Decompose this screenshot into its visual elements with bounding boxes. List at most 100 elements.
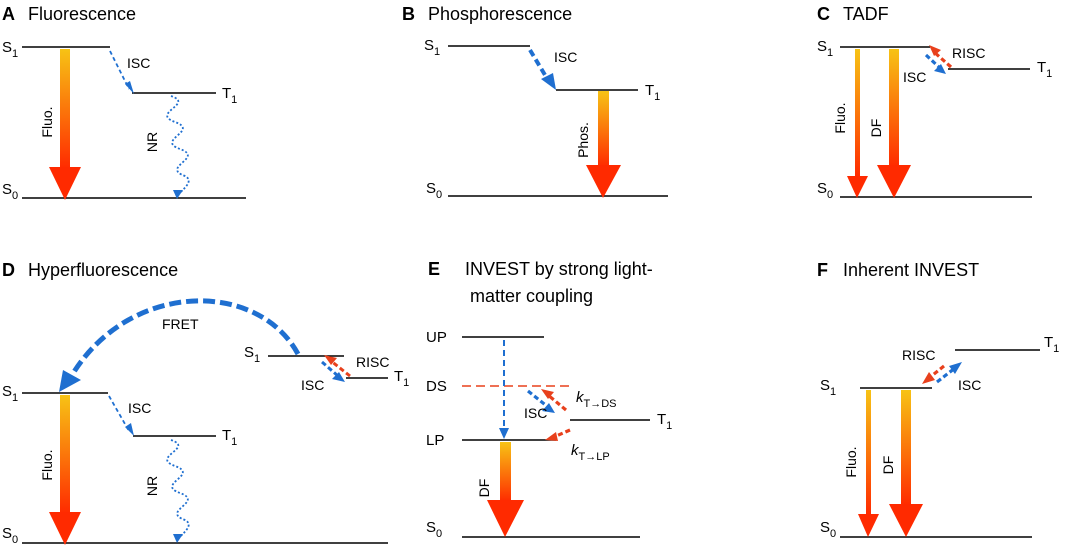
nr-arrow-head <box>173 534 183 543</box>
risc-arrow <box>932 50 953 69</box>
fluo-arrow-head <box>847 176 868 198</box>
panel-d-title: Hyperfluorescence <box>28 260 178 280</box>
panel-f-letter: F <box>817 260 828 280</box>
df-arrow-head <box>487 500 524 537</box>
t1-label: T1 <box>222 85 237 106</box>
panel-b-letter: B <box>402 4 415 24</box>
panel-a: A Fluorescence S1 T1 S0 Fluo. ISC NR <box>2 4 246 202</box>
isc-label: ISC <box>524 405 547 421</box>
panel-f-title: Inherent INVEST <box>843 260 979 280</box>
df-label: DF <box>880 456 896 475</box>
isc-arrow-emitter-head <box>332 372 345 382</box>
fluo-label: Fluo. <box>39 106 55 137</box>
panel-f: F Inherent INVEST S1 T1 S0 Fluo. DF RISC… <box>817 260 1059 540</box>
s0-label: S0 <box>2 525 18 545</box>
s0-label: S0 <box>817 180 833 201</box>
s0-label: S0 <box>426 180 442 201</box>
fluo-arrow-shaft <box>866 390 871 515</box>
up-label: UP <box>426 329 447 346</box>
isc-arrow <box>936 366 956 384</box>
t1-label: T1 <box>1037 59 1052 80</box>
fluo-arrow-shaft <box>60 49 70 169</box>
isc-arrow <box>109 50 130 90</box>
fluo-label: Fluo. <box>832 102 848 133</box>
ds-label: DS <box>426 378 447 395</box>
isc-arrow-head <box>949 362 962 374</box>
panel-c-title: TADF <box>843 4 889 24</box>
isc-label: ISC <box>128 400 151 416</box>
panel-b-title: Phosphorescence <box>428 4 572 24</box>
risc-label: RISC <box>952 45 985 61</box>
isc-arrow-head <box>542 403 555 413</box>
risc-arrow-head <box>929 45 941 56</box>
isc-label-emitter: ISC <box>301 377 324 393</box>
nr-arrow-head <box>173 190 183 199</box>
phos-arrow-head <box>586 165 621 198</box>
s1-label: S1 <box>2 39 18 60</box>
nr-wavy-arrow <box>166 95 190 196</box>
t1-label: T1 <box>657 411 672 432</box>
emitter-s1-label: S1 <box>244 344 260 365</box>
isc-arrow <box>108 395 130 432</box>
panel-d: D Hyperfluorescence S1 T1 S0 Fluo. ISC N… <box>2 260 409 546</box>
s0-label: S0 <box>2 181 18 202</box>
emitter-t1-label: T1 <box>394 368 409 389</box>
phos-label: Phos. <box>575 122 591 158</box>
donor-s1-label: S1 <box>2 383 18 404</box>
s1-label: S1 <box>820 377 836 398</box>
isc-arrow-head <box>934 64 946 74</box>
nr-wavy-arrow <box>166 439 190 540</box>
relaxation-arrow-head <box>499 428 509 439</box>
isc-label: ISC <box>958 377 981 393</box>
phos-arrow-shaft <box>598 91 609 167</box>
panel-e-title-line1: INVEST by strong light- <box>465 259 653 279</box>
df-arrow-shaft <box>500 442 511 502</box>
donor-t1-label: T1 <box>222 427 237 448</box>
panel-c: C TADF S1 T1 S0 Fluo. DF RISC ISC <box>817 4 1052 201</box>
s0-label: S0 <box>426 519 442 540</box>
lp-label: LP <box>426 432 444 449</box>
panel-e-letter: E <box>428 259 440 279</box>
risc-arrow <box>330 359 351 378</box>
s1-label: S1 <box>817 38 833 59</box>
fret-arrow-head <box>59 370 81 392</box>
df-label: DF <box>868 119 884 138</box>
fluo-label: Fluo. <box>39 449 55 480</box>
k-t-ds-arrow-head <box>541 389 554 399</box>
k-t-ds-label: kT→DS <box>576 389 617 410</box>
df-label: DF <box>476 479 492 498</box>
s0-label: S0 <box>820 519 836 540</box>
fret-arc-arrow <box>69 298 301 377</box>
panel-d-letter: D <box>2 260 15 280</box>
t1-label: T1 <box>1044 334 1059 355</box>
t1-label: T1 <box>645 82 660 103</box>
isc-label: ISC <box>554 49 577 65</box>
fluo-arrow-head <box>49 167 81 200</box>
isc-arrow <box>527 389 549 409</box>
isc-arrow <box>528 48 550 82</box>
fluo-arrow-head <box>49 512 81 545</box>
panel-e-title-line2: matter coupling <box>470 286 593 306</box>
risc-arrow-head <box>922 372 935 384</box>
isc-arrow-emitter <box>321 360 339 378</box>
k-t-ds-arrow <box>546 393 568 412</box>
s1-label: S1 <box>424 37 440 58</box>
fluo-arrow-shaft <box>60 395 70 514</box>
isc-arrow-head <box>125 81 134 94</box>
fluo-arrow-shaft <box>855 49 860 177</box>
fluo-arrow-head <box>858 514 879 537</box>
panel-b: B Phosphorescence S1 T1 S0 ISC Phos. <box>402 4 668 201</box>
df-arrow-shaft <box>901 390 911 506</box>
nr-label: NR <box>144 476 160 496</box>
fret-label: FRET <box>162 316 199 332</box>
fluo-label: Fluo. <box>843 446 859 477</box>
df-arrow-head <box>889 504 923 537</box>
isc-label: ISC <box>903 69 926 85</box>
panel-c-letter: C <box>817 4 830 24</box>
panel-a-title: Fluorescence <box>28 4 136 24</box>
risc-label: RISC <box>356 354 389 370</box>
isc-label: ISC <box>127 55 150 71</box>
isc-arrow-head <box>125 423 134 436</box>
